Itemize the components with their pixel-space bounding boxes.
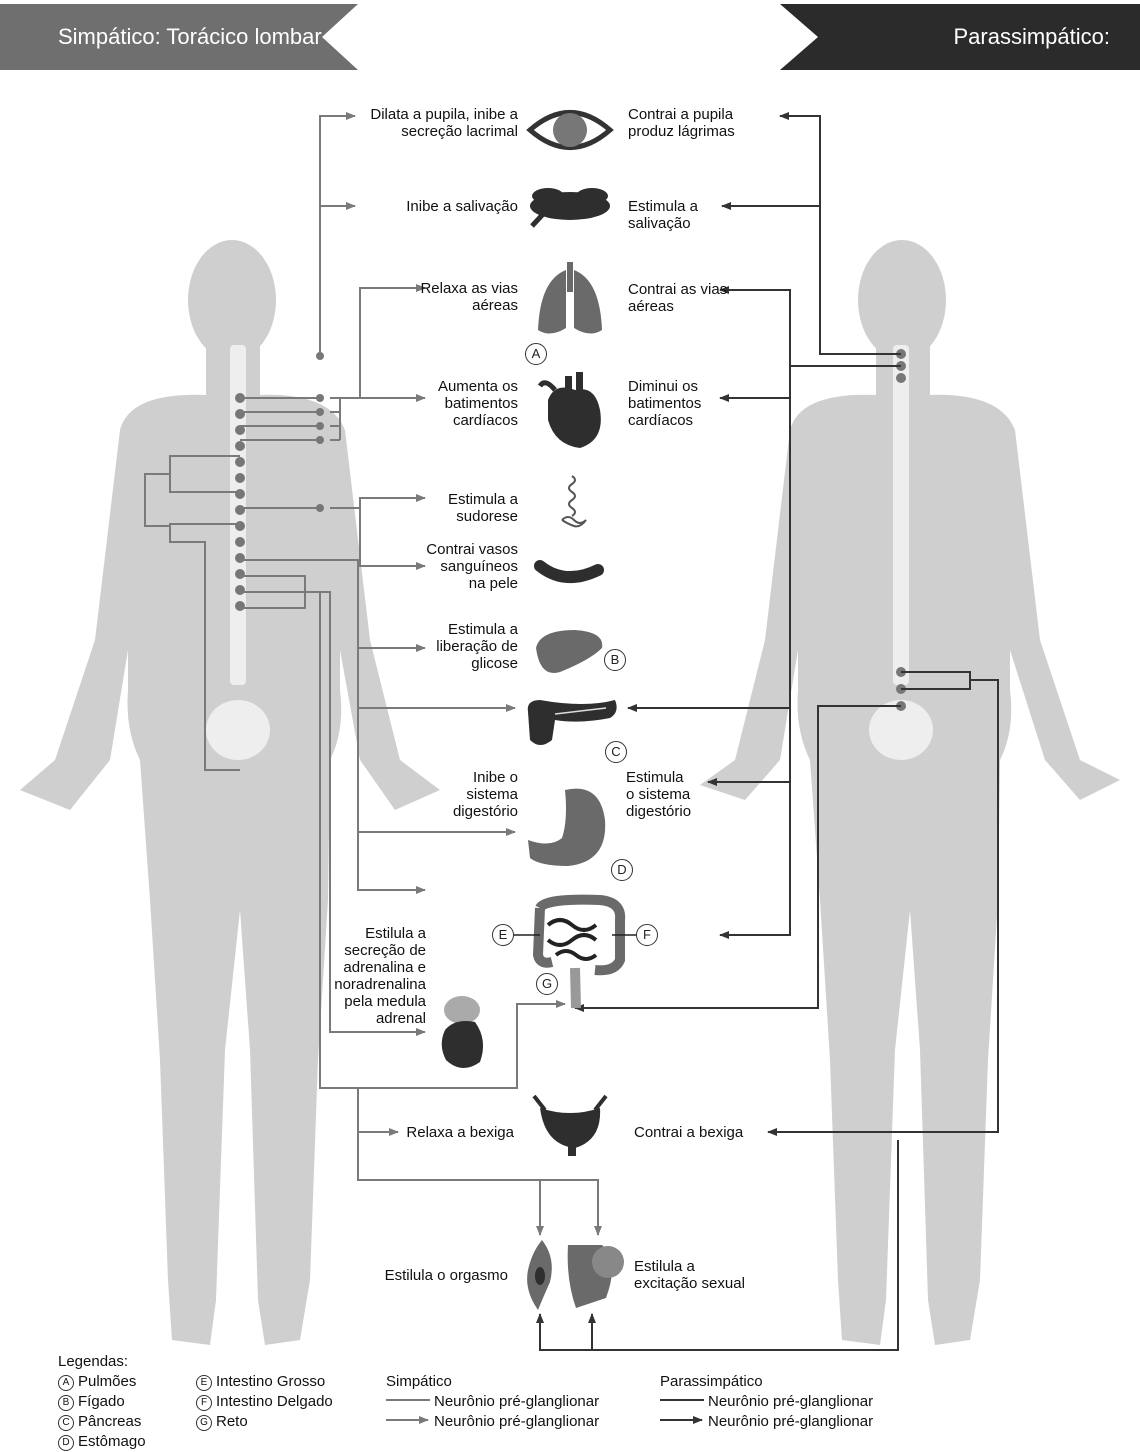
heart-icon [540, 372, 601, 448]
sympathetic-label-bladder: Relaxa a bexiga [378, 1124, 514, 1141]
sympathetic-label-orgasm: Estilula o orgasmo [370, 1267, 508, 1284]
spinal-node [235, 601, 245, 611]
spinal-node [235, 521, 245, 531]
spinal-node [235, 585, 245, 595]
spinal-node [235, 537, 245, 547]
sympathetic-label-salivary: Inibe a salivação [318, 198, 518, 215]
legend-sympathetic-line2: Neurônio pré-glanglionar [386, 1412, 599, 1432]
badge-lungs: A [525, 343, 547, 365]
legend-parasympathetic: Parassimpático Neurônio pré-glanglionar … [660, 1372, 873, 1432]
male-organ-icon [568, 1245, 624, 1308]
spinal-node [235, 505, 245, 515]
badge-liver: B [604, 649, 626, 671]
legend-sympathetic: Simpático Neurônio pré-glanglionar Neurô… [386, 1372, 599, 1432]
blood-vessel-icon [540, 566, 598, 577]
spinal-node [235, 569, 245, 579]
adrenal-kidney-icon [442, 996, 483, 1068]
spinal-node [235, 553, 245, 563]
spinal-node [235, 489, 245, 499]
badge-rectum: G [536, 973, 558, 995]
badge-small-intestine: F [636, 924, 658, 946]
eye-icon [530, 113, 610, 148]
lungs-icon [538, 262, 602, 334]
badge-stomach: D [611, 859, 633, 881]
spinal-node [235, 473, 245, 483]
legend-parasympathetic-title: Parassimpático [660, 1372, 873, 1392]
salivary-gland-icon [530, 188, 610, 226]
legend-title: Legendas: [58, 1352, 146, 1372]
badge-large-intestine: E [492, 924, 514, 946]
legend-sympathetic-line1: Neurônio pré-glanglionar [386, 1392, 599, 1412]
liver-icon [536, 630, 602, 673]
legend-parasympathetic-line2: Neurônio pré-glanglionar [660, 1412, 873, 1432]
parasympathetic-label-bladder: Contrai a bexiga [634, 1124, 784, 1141]
badge-pancreas: C [605, 741, 627, 763]
legend-sympathetic-title: Simpático [386, 1372, 599, 1392]
stomach-icon [528, 789, 605, 866]
legend-parasympathetic-line1: Neurônio pré-glanglionar [660, 1392, 873, 1412]
sweat-gland-icon [562, 476, 586, 526]
female-organ-icon [527, 1240, 552, 1310]
spinal-node [235, 457, 245, 467]
bladder-icon [534, 1096, 606, 1156]
spinal-node [235, 441, 245, 451]
pancreas-icon [528, 700, 617, 745]
spinal-node [235, 409, 245, 419]
